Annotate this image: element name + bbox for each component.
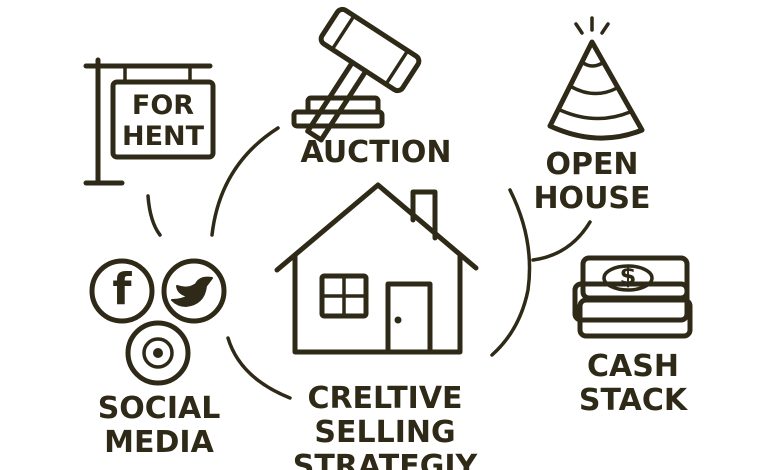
open-house-line-1: OPEN [545,147,639,182]
gavel-icon [291,6,422,143]
connector-open-house [531,220,592,262]
facebook-icon [89,258,155,324]
cash-stack-line-2: STACK [578,383,688,418]
social-media-label: SOCIAL MEDIA [90,394,228,458]
connector-right-arc [490,188,532,357]
open-house-label: OPEN HOUSE [530,150,654,214]
for-rent-sign-text: FOR HENT [118,92,208,150]
auction-label: AUCTION [300,135,452,170]
connector-social [226,336,292,400]
center-line-1: CRELTIVE [307,381,463,416]
party-hat-icon [547,16,645,141]
sign-line-1: FOR [131,90,195,121]
instagram-icon [125,320,191,386]
sign-line-2: HENT [121,121,205,152]
cash-stack-line-1: CASH [587,349,679,384]
center-line-3: STRATEGIY [292,449,478,470]
house-icon [274,182,479,355]
social-media-line-2: MEDIA [104,425,214,460]
money-stack-icon [572,255,693,339]
facebook-glyph: f [112,264,132,315]
connector-auction [210,126,280,237]
center-label: CRELTIVE SELLING STRATEGIY [282,384,488,470]
connector-sign [146,194,162,237]
open-house-line-2: HOUSE [533,181,651,216]
connector-arcs [146,126,592,400]
for-rent-sign-icon [83,57,216,186]
dollar-icon: $ [619,262,637,290]
twitter-icon [161,258,227,324]
cash-stack-label: CASH STACK [568,352,698,416]
center-line-2: SELLING [314,415,456,450]
social-media-line-1: SOCIAL [97,391,221,426]
social-icons [89,258,227,386]
